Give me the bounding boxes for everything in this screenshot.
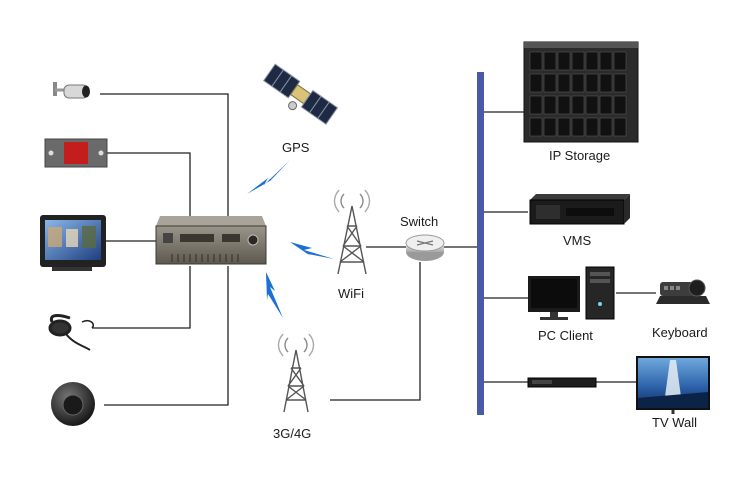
tv-wall-icon	[636, 356, 710, 414]
switch-icon	[405, 234, 445, 261]
wireless-signal-wifi	[290, 242, 334, 259]
switch-label: Switch	[400, 214, 439, 229]
line-cell-switch	[330, 262, 421, 401]
line-alarm	[106, 152, 191, 216]
wireless-signal-cell	[266, 272, 283, 318]
wireless-signal-gps	[247, 160, 290, 194]
keyboard-joystick-icon	[656, 279, 710, 304]
decoder-icon	[527, 377, 597, 388]
satellite-icon	[263, 63, 339, 125]
line-camera	[100, 93, 229, 216]
ip-storage-label: IP Storage	[549, 148, 611, 163]
keyboard-label: Keyboard	[652, 325, 708, 340]
wifi-label: WiFi	[338, 286, 364, 301]
alarm-button-icon	[44, 138, 108, 168]
microphone-headset-icon	[48, 314, 94, 351]
line-mic	[92, 266, 191, 329]
monitor-icon	[40, 215, 106, 271]
left-connections	[92, 93, 480, 406]
right-connections	[482, 111, 656, 383]
line-dome	[104, 266, 229, 406]
mobile-dvr-icon	[155, 216, 267, 265]
storage-server-icon	[523, 41, 639, 143]
wireless-signals	[247, 160, 334, 318]
dome-camera-icon	[51, 382, 95, 426]
bullet-camera-icon	[53, 82, 90, 99]
cell-label: 3G/4G	[273, 426, 312, 441]
vms-label: VMS	[563, 233, 592, 248]
gps-label: GPS	[282, 140, 310, 155]
vms-server-icon	[529, 194, 630, 225]
cell-tower-icon	[277, 333, 315, 413]
pc-client-icon	[528, 266, 615, 320]
pc-client-label: PC Client	[538, 328, 593, 343]
wifi-tower-icon	[333, 189, 371, 275]
network-bus	[477, 72, 484, 415]
tv-wall-label: TV Wall	[652, 415, 698, 430]
